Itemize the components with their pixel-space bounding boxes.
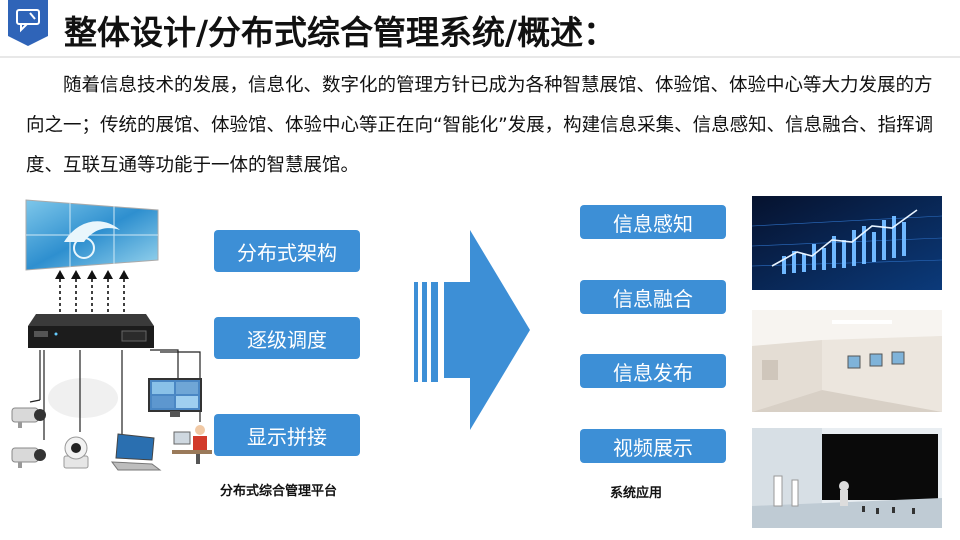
video-display-label: 视频展示 xyxy=(580,429,726,463)
tiered-scheduling-label: 逐级调度 xyxy=(214,317,360,359)
application-caption: 系统应用 xyxy=(610,486,663,501)
security-camera-icon xyxy=(8,400,48,430)
flow-arrow-icon xyxy=(414,230,530,430)
floor-shadow xyxy=(48,378,118,418)
info-perception-label: 信息感知 xyxy=(580,205,726,239)
ptz-camera-icon xyxy=(58,430,94,470)
info-publish-label: 信息发布 xyxy=(580,354,726,388)
server-image xyxy=(26,312,156,352)
display-splicing-label: 显示拼接 xyxy=(214,414,360,456)
info-fusion-label: 信息融合 xyxy=(580,280,726,314)
data-chart-photo xyxy=(752,196,942,290)
video-wall-image xyxy=(24,196,160,272)
header-badge xyxy=(8,0,48,46)
upload-arrows xyxy=(52,270,132,314)
exhibition-hall-photo xyxy=(752,310,942,412)
operator-icon xyxy=(172,420,212,464)
video-wall-photo xyxy=(752,428,942,528)
header-divider xyxy=(0,56,960,58)
security-camera-icon xyxy=(8,440,48,470)
page-title: 整体设计/分布式综合管理系统/概述： xyxy=(64,13,617,52)
distributed-architecture-label: 分布式架构 xyxy=(214,230,360,272)
platform-caption: 分布式综合管理平台 xyxy=(220,484,338,499)
chat-bubble-icon xyxy=(8,0,48,46)
laptop-icon xyxy=(110,432,162,472)
monitor-icon xyxy=(148,378,202,418)
intro-paragraph: 随着信息技术的发展，信息化、数字化的管理方针已成为各种智慧展馆、体验馆、体验中心… xyxy=(26,75,934,176)
